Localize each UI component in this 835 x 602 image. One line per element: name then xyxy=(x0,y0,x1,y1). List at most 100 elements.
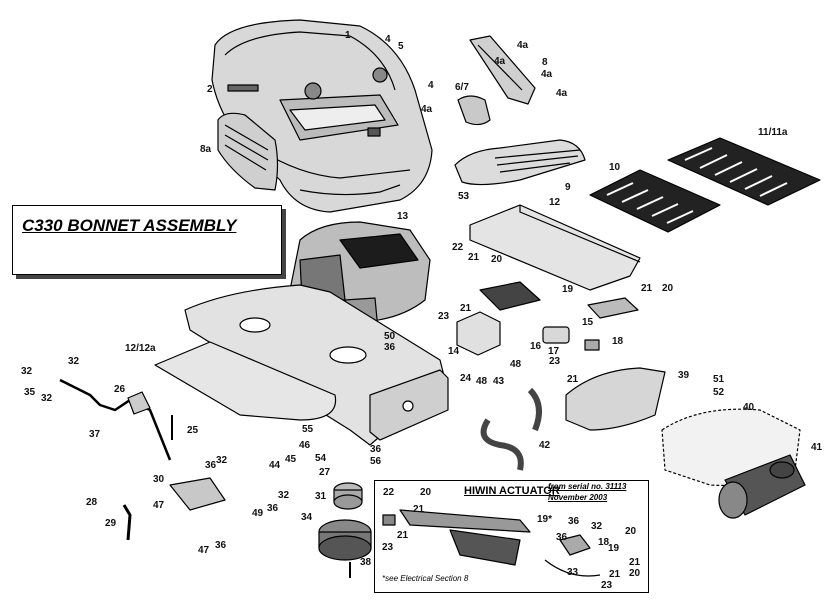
inset-note: *see Electrical Section 8 xyxy=(382,574,469,583)
part-label: 4 xyxy=(385,34,391,45)
part-label: 2 xyxy=(207,84,213,95)
part-label: 18 xyxy=(612,336,624,347)
part-label: 35 xyxy=(24,387,36,398)
inset-part-label: 21 xyxy=(397,530,409,541)
part-label: 32 xyxy=(278,490,290,501)
part-label: 47 xyxy=(153,500,165,511)
part-label: 50 xyxy=(384,331,396,342)
part-label: 40 xyxy=(743,402,755,413)
inset-part-label: 19* xyxy=(537,514,553,525)
muffler-41 xyxy=(718,454,806,519)
part-label: 8 xyxy=(542,57,548,68)
part-label: 32 xyxy=(41,393,53,404)
part-label: 23 xyxy=(549,356,561,367)
part-label: 32 xyxy=(21,366,33,377)
part-label: 44 xyxy=(269,460,281,471)
part-label: 29 xyxy=(105,518,117,529)
inset-title: HIWIN ACTUATOR xyxy=(464,485,560,497)
part-label: 21 xyxy=(567,374,579,385)
footplate-12 xyxy=(469,204,641,291)
part-label: 10 xyxy=(609,162,621,173)
inset-part-label: 21 xyxy=(413,504,425,515)
inset-part-label: 20 xyxy=(625,526,637,537)
part-label: 26 xyxy=(114,384,126,395)
part-label: 27 xyxy=(319,467,331,478)
part-label: 15 xyxy=(582,317,594,328)
part-label: 39 xyxy=(678,370,690,381)
pulley-31 xyxy=(333,482,363,510)
part-label: 37 xyxy=(89,429,101,440)
inset-part-label: 36 xyxy=(568,516,580,527)
part-label: 55 xyxy=(302,424,314,435)
part-label: 23 xyxy=(438,311,450,322)
part-label: 21 xyxy=(641,283,653,294)
part-label: 36 xyxy=(215,540,227,551)
part-label: 36 xyxy=(205,460,217,471)
part-label: 11/11a xyxy=(758,127,788,138)
inset-part-label: 21 xyxy=(629,557,641,568)
floor-mat-11 xyxy=(667,137,821,206)
part-label: 48 xyxy=(476,376,488,387)
floor-mat-10 xyxy=(589,169,721,233)
part-label: 38 xyxy=(360,557,372,568)
title-box xyxy=(12,205,282,275)
part-label: 1 xyxy=(345,30,351,41)
inset-serial-line1: from serial no. 31113 xyxy=(548,482,627,491)
part-label: 21 xyxy=(460,303,472,314)
part-label: 34 xyxy=(301,512,313,523)
part-label: 17 xyxy=(548,346,560,357)
part-label: 56 xyxy=(370,456,382,467)
part-label: 5 xyxy=(398,41,404,52)
part-label: 4a xyxy=(541,69,553,80)
part-label: 9 xyxy=(565,182,571,193)
inset-part-label: 20 xyxy=(420,487,432,498)
part-label: 6/7 xyxy=(455,82,469,93)
part-label: 4a xyxy=(421,104,433,115)
part-label: 24 xyxy=(460,373,472,384)
part-label: 31 xyxy=(315,491,327,502)
part-label: 13 xyxy=(397,211,409,222)
inset-part-label: 36 xyxy=(556,532,568,543)
part-label: 47 xyxy=(198,545,210,556)
part-label: 51 xyxy=(713,374,725,385)
part-label: 22 xyxy=(452,242,464,253)
part-label: 14 xyxy=(448,346,460,357)
part-label: 30 xyxy=(153,474,165,485)
inset-part-label: 18 xyxy=(598,537,610,548)
part-label: 54 xyxy=(315,453,327,464)
part-label: 20 xyxy=(662,283,674,294)
part-label: 32 xyxy=(216,455,228,466)
inset-part-label: 32 xyxy=(591,521,603,532)
part-label: 19 xyxy=(562,284,574,295)
exhaust-pipe-42 xyxy=(480,418,524,471)
part-label: 53 xyxy=(458,191,470,202)
bracket-14 xyxy=(456,311,501,356)
part-label: 52 xyxy=(713,387,725,398)
part-label: 12 xyxy=(549,197,561,208)
side-panel-8a xyxy=(217,112,279,191)
linkage-rod-37 xyxy=(59,378,172,461)
hiwin-actuator-drawing xyxy=(382,509,601,577)
part-label: 36 xyxy=(267,503,279,514)
part-label: 41 xyxy=(811,442,823,453)
part-label: 16 xyxy=(530,341,542,352)
floor-plate-12a xyxy=(154,341,337,421)
diagram-title: C330 BONNET ASSEMBLY xyxy=(22,216,237,235)
part-label: 48 xyxy=(510,359,522,370)
part-label: 43 xyxy=(493,376,505,387)
part-label: 21 xyxy=(468,252,480,263)
inset-part-label: 21 xyxy=(609,569,621,580)
inset-serial-line2: November 2003 xyxy=(548,493,608,502)
part-label: 42 xyxy=(539,440,551,451)
inset-part-label: 33 xyxy=(567,567,579,578)
inset-part-label: 23 xyxy=(382,542,394,553)
part-label: 32 xyxy=(68,356,80,367)
inset-part-label: 20 xyxy=(629,568,641,579)
clutch-34 xyxy=(318,519,372,561)
inset-part-label: 22 xyxy=(383,487,395,498)
inset-part-label: 23 xyxy=(601,580,613,591)
part-label: 36 xyxy=(370,444,382,455)
part-label: 4a xyxy=(556,88,568,99)
